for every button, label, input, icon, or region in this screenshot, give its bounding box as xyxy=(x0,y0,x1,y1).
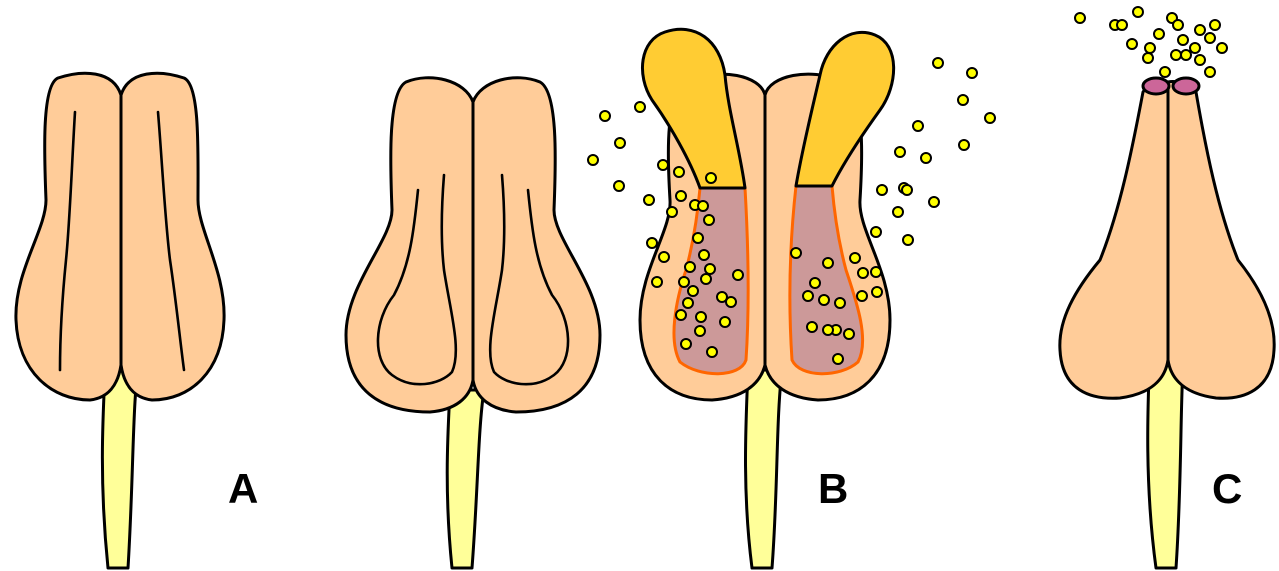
pollen-grain xyxy=(685,262,695,272)
pollen-grain xyxy=(871,267,881,277)
pollen-grain xyxy=(726,297,736,307)
panel-label-c: C xyxy=(1212,465,1242,512)
pollen-grain xyxy=(659,252,669,262)
right-valve-flap xyxy=(796,32,894,186)
pollen-grain xyxy=(1210,20,1220,30)
pollen-grain xyxy=(1160,67,1170,77)
pollen-grain xyxy=(921,153,931,163)
anther-valvular-dehiscence xyxy=(640,29,894,568)
pollen-grain xyxy=(699,250,709,260)
pollen-grain xyxy=(833,354,843,364)
pollen-grain xyxy=(1154,29,1164,39)
pollen-grain xyxy=(807,322,817,332)
pollen-grain xyxy=(872,287,882,297)
pollen-grain xyxy=(823,258,833,268)
pollen-grain xyxy=(877,185,887,195)
pollen-grain xyxy=(929,197,939,207)
pollen-grain xyxy=(1117,20,1127,30)
pollen-grain xyxy=(844,329,854,339)
pollen-grain xyxy=(967,68,977,78)
pollen-grain xyxy=(819,295,829,305)
pollen-grain xyxy=(1133,7,1143,17)
pollen-grain xyxy=(658,160,668,170)
right-apical-pore xyxy=(1173,78,1199,94)
pollen-grain xyxy=(857,291,867,301)
pollen-grain xyxy=(1195,55,1205,65)
pollen-grain xyxy=(903,235,913,245)
pollen-grain xyxy=(959,140,969,150)
pollen-grain xyxy=(676,191,686,201)
pollen-grain xyxy=(1181,50,1191,60)
filament xyxy=(746,370,783,568)
pollen-grain xyxy=(1190,43,1200,53)
pollen-grain xyxy=(681,339,691,349)
pollen-grain xyxy=(1075,13,1085,23)
pollen-grain xyxy=(958,95,968,105)
pollen-grain xyxy=(810,278,820,288)
pollen-grain xyxy=(1173,20,1183,30)
pollen-grain xyxy=(1127,39,1137,49)
pollen-grain xyxy=(1178,35,1188,45)
pollen-grain xyxy=(704,215,714,225)
pollen-grain xyxy=(1143,53,1153,63)
pollen-grain xyxy=(933,58,943,68)
pollen-grain xyxy=(644,195,654,205)
pollen-grain xyxy=(701,274,711,284)
pollen-grain xyxy=(791,248,801,258)
pollen-grain xyxy=(647,238,657,248)
pollen-grain xyxy=(893,207,903,217)
pollen-grain xyxy=(733,270,743,280)
anther-closed xyxy=(16,73,224,568)
pollen-grain xyxy=(600,111,610,121)
pollen-grain xyxy=(823,325,833,335)
pollen-grain xyxy=(913,121,923,131)
pollen-grain xyxy=(707,347,717,357)
pollen-grain xyxy=(1217,43,1227,53)
pollen-grain xyxy=(985,113,995,123)
pollen-grain xyxy=(635,102,645,112)
pollen-grain xyxy=(674,167,684,177)
pollen-grain xyxy=(871,227,881,237)
pollen-grain xyxy=(895,147,905,157)
pollen-grain xyxy=(688,286,698,296)
pollen-grain xyxy=(693,233,703,243)
pollen-grain xyxy=(720,317,730,327)
pollen-grain xyxy=(705,264,715,274)
pollen-grain xyxy=(1171,50,1181,60)
pollen-grain xyxy=(803,291,813,301)
anther-sacs-outlined xyxy=(346,78,600,568)
pollen-grain xyxy=(1205,67,1215,77)
pollen-grain xyxy=(614,181,624,191)
pollen-grain xyxy=(615,138,625,148)
pollen-grain xyxy=(835,298,845,308)
left-apical-pore xyxy=(1143,78,1169,94)
pollen-grain xyxy=(588,155,598,165)
panel-label-a: A xyxy=(228,465,258,512)
pollen-grain xyxy=(902,185,912,195)
pollen-grain xyxy=(652,277,662,287)
pollen-grain xyxy=(695,326,705,336)
filament xyxy=(447,390,484,568)
pollen-grain xyxy=(1145,43,1155,53)
pollen-grain xyxy=(683,298,693,308)
pollen-grain xyxy=(696,312,706,322)
right-theca xyxy=(1168,81,1274,398)
pollen-grain xyxy=(850,253,860,263)
pollen-grain xyxy=(698,201,708,211)
right-theca xyxy=(121,73,224,400)
pollen-grain xyxy=(676,310,686,320)
pollen-grain xyxy=(1205,33,1215,43)
pollen-grain xyxy=(858,268,868,278)
panel-label-b: B xyxy=(818,465,848,512)
pollen-grain xyxy=(1195,25,1205,35)
pollen-grain xyxy=(706,173,716,183)
left-theca xyxy=(1060,81,1168,398)
pollen-grain xyxy=(667,207,677,217)
pollen-grain xyxy=(679,277,689,287)
